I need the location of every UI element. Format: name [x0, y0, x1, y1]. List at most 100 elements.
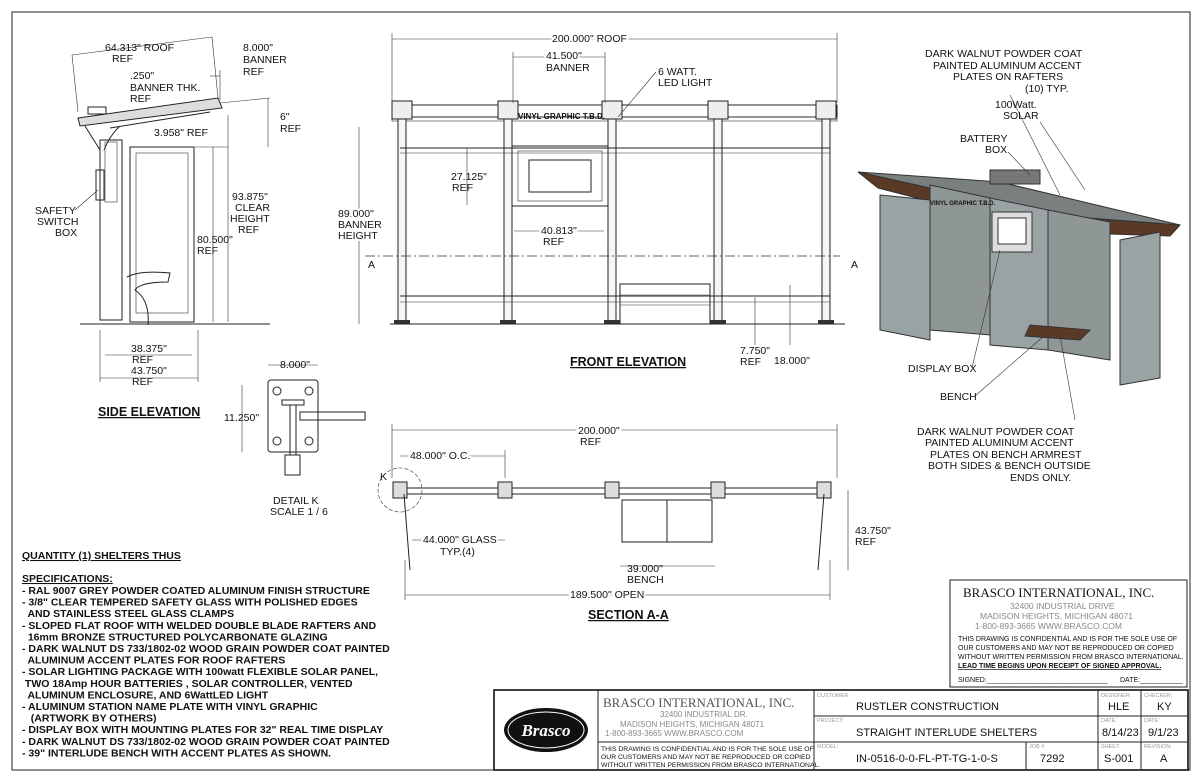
- iso-sign: VINYL GRAPHIC T.B.D.: [930, 201, 996, 207]
- section-post: [710, 481, 726, 499]
- section-marker-right: A: [851, 259, 858, 271]
- post-base: [604, 320, 620, 324]
- tb-contact: 1-800-893-3665 WWW.BRASCO.COM: [605, 729, 744, 738]
- depth-inner-ref: REF: [132, 354, 153, 366]
- rafter-plates-callout: (10) TYP.: [1025, 83, 1068, 95]
- glass-width-dim: 44.000" GLASS: [423, 534, 497, 546]
- clear-height-ref: REF: [238, 224, 259, 236]
- approval-box: BRASCO INTERNATIONAL, INC. 32400 INDUSTR…: [949, 579, 1188, 688]
- spec-line: 16mm BRONZE STRUCTURED POLYCARBONATE GLA…: [22, 631, 328, 643]
- post-base: [394, 320, 410, 324]
- brasco-logo: [504, 708, 588, 752]
- side-elevation-title: SIDE ELEVATION: [98, 405, 200, 419]
- front-elevation: VINYL GRAPHIC T.B.D. 200.000" ROOF 41.50…: [336, 31, 858, 369]
- banner-thk-ref: REF: [130, 93, 151, 105]
- post-spacing-dim: 48.000" O.C.: [410, 450, 470, 462]
- sheet-value: S-001: [1104, 753, 1133, 765]
- bench-plates-callout: PAINTED ALUMINUM ACCENT: [925, 437, 1074, 449]
- banner-height-dim: 89.000": [338, 208, 374, 220]
- section-post: [392, 481, 408, 499]
- section-dimension-lines: [391, 424, 849, 600]
- post-base: [710, 320, 726, 324]
- section-aa: K 200.000" REF 48.000" O.C. 44.000" GLAS…: [377, 423, 891, 622]
- detail-k-height: 11.250": [224, 412, 259, 424]
- section-depth-dim: 43.750": [855, 525, 891, 537]
- display-width-dim: 40.813": [541, 225, 577, 237]
- side-elevation-drawing: [77, 97, 270, 326]
- model-label: MODEL:: [817, 744, 839, 750]
- banner-thk-dim: .250": [130, 70, 154, 82]
- design-date-value: 8/14/23: [1102, 727, 1139, 739]
- approval-contact: 1-800-893-3665 WWW.BRASCO.COM: [975, 621, 1122, 631]
- model-value: IN-0516-0-0-FL-PT-TG-1-0-S: [856, 753, 998, 765]
- specs-heading: SPECIFICATIONS:: [22, 573, 113, 585]
- approval-notice: WITHOUT WRITTEN PERMISSION FROM BRASCO I…: [958, 654, 1184, 661]
- clear-height-label: HEIGHT: [230, 213, 270, 225]
- detail-k-title: DETAIL K: [273, 495, 319, 507]
- display-height-dim: 27.125": [451, 171, 487, 183]
- section-marker-left: A: [368, 259, 375, 271]
- tb-address: 32400 INDUSTRIAL DR.: [660, 710, 748, 719]
- roof-length-ref: REF: [112, 53, 133, 65]
- display-width-ref: REF: [543, 236, 564, 248]
- front-roof-dim: 200.000" ROOF: [552, 33, 627, 45]
- date-field[interactable]: DATE:___________: [1120, 677, 1183, 684]
- front-banner-label: BANNER: [546, 62, 590, 74]
- front-post: [607, 118, 617, 325]
- check-date-value: 9/1/23: [1148, 727, 1179, 739]
- bench-plates-callout: PLATES ON BENCH ARMREST: [930, 449, 1082, 461]
- front-post: [503, 118, 513, 325]
- approval-address: 32400 INDUSTRIAL DRIVE: [1010, 601, 1115, 611]
- front-elevation-title: FRONT ELEVATION: [570, 355, 686, 369]
- tb-company: BRASCO INTERNATIONAL, INC.: [603, 695, 794, 710]
- open-width-dim: 189.500" OPEN: [570, 589, 644, 601]
- spec-line: - ALUMINUM STATION NAME PLATE WITH VINYL…: [22, 701, 318, 713]
- detail-k-scale: SCALE 1 / 6: [270, 506, 328, 518]
- bench-plates-callout: ENDS ONLY.: [1010, 472, 1071, 484]
- spec-line: TWO 18Amp HOUR BATTERIES , SOLAR CONTROL…: [22, 678, 353, 690]
- banner-height-label: BANNER: [338, 219, 382, 231]
- quantity-note: QUANTITY (1) SHELTERS THUS: [22, 550, 181, 562]
- spec-line: - SLOPED FLAT ROOF WITH WELDED DOUBLE BL…: [22, 620, 376, 632]
- front-post: [821, 118, 831, 325]
- section-aa-title: SECTION A-A: [588, 608, 669, 622]
- glass-width-typ: TYP.(4): [440, 546, 475, 558]
- depth-inner-dim: 38.375": [131, 343, 167, 355]
- banner-height-label: HEIGHT: [338, 230, 378, 242]
- clear-height-dim: 93.875": [232, 191, 268, 203]
- checker-value: KY: [1157, 701, 1172, 713]
- battery-box-callout: BOX: [985, 144, 1007, 156]
- spec-line: - RAL 9007 GREY POWDER COATED ALUMINUM F…: [22, 585, 370, 597]
- post-cap: [815, 100, 837, 120]
- revision-value: A: [1160, 753, 1168, 765]
- spec-line: - DARK WALNUT DS 733/1802-02 WOOD GRAIN …: [22, 643, 390, 655]
- revision-label: REVISION:: [1144, 744, 1172, 750]
- spec-line: - 3/8" CLEAR TEMPERED SAFETY GLASS WITH …: [22, 597, 358, 609]
- specifications: QUANTITY (1) SHELTERS THUS SPECIFICATION…: [22, 550, 390, 759]
- job-value: 7292: [1040, 753, 1064, 765]
- isometric-view: VINYL GRAPHIC T.B.D. DARK WALNUT POWDER …: [857, 48, 1182, 484]
- rafter-plates-callout: DARK WALNUT POWDER COAT: [925, 48, 1083, 60]
- side-elevation: 64.313" ROOF REF 8.000" BANNER REF .250"…: [35, 36, 301, 419]
- bench-width-label: BENCH: [627, 574, 664, 586]
- display-box-callout: DISPLAY BOX: [908, 363, 976, 375]
- section-overall-ref: REF: [580, 436, 601, 448]
- spec-line: - DARK WALNUT DS 733/1802-02 WOOD GRAIN …: [22, 736, 390, 748]
- led-light-label: 6 WATT.: [658, 66, 697, 78]
- height-dim: 80.500": [197, 234, 233, 246]
- bench-seat-ref: REF: [740, 356, 761, 368]
- depth-outer-ref: REF: [132, 376, 153, 388]
- clear-height-label: CLEAR: [235, 202, 270, 214]
- banner-dim: 8.000": [243, 42, 273, 54]
- section-depth-ref: REF: [855, 536, 876, 548]
- solar-callout: SOLAR: [1003, 110, 1039, 122]
- detail-k: 8.000" 11.250" DETAIL K SCALE 1 / 6: [224, 359, 366, 518]
- front-post: [397, 118, 407, 325]
- post-base: [500, 320, 516, 324]
- approval-notice: THIS DRAWING IS CONFIDENTIAL AND IS FOR …: [958, 636, 1177, 643]
- banner-dim-label: BANNER: [243, 54, 287, 66]
- banner-thk-label: BANNER THK.: [130, 82, 200, 94]
- front-dimension-lines: [358, 33, 838, 345]
- signed-field[interactable]: SIGNED:_______________________________: [958, 677, 1108, 684]
